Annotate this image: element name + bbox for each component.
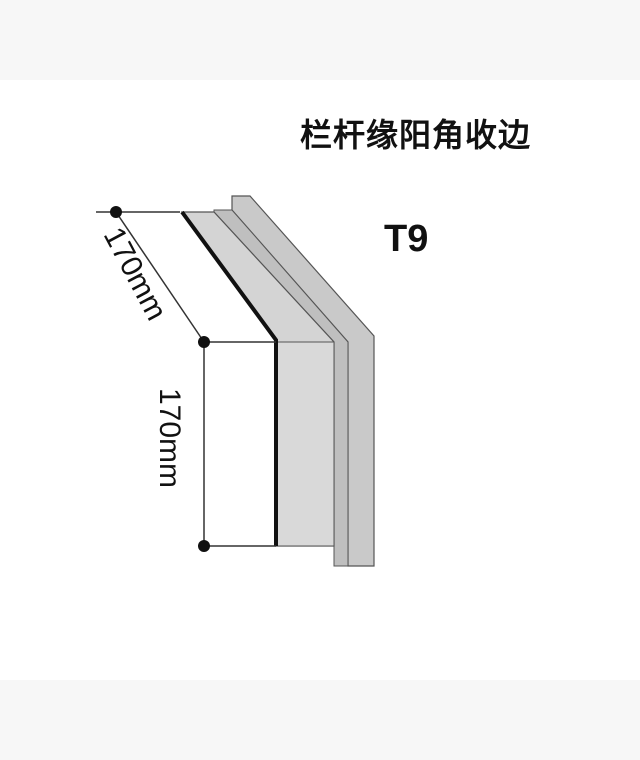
profile-vertical-face xyxy=(275,341,335,547)
diagram-title: 栏杆缘阳角收边 xyxy=(300,116,532,154)
product-code: T9 xyxy=(384,218,429,260)
profile-dark-edge xyxy=(180,210,278,546)
dim-point-middle xyxy=(198,336,210,348)
dim-point-top xyxy=(110,206,122,218)
dim-line-diagonal xyxy=(115,211,205,343)
dimension-label-vertical: 170mm xyxy=(153,388,186,489)
dim-point-bottom xyxy=(198,540,210,552)
